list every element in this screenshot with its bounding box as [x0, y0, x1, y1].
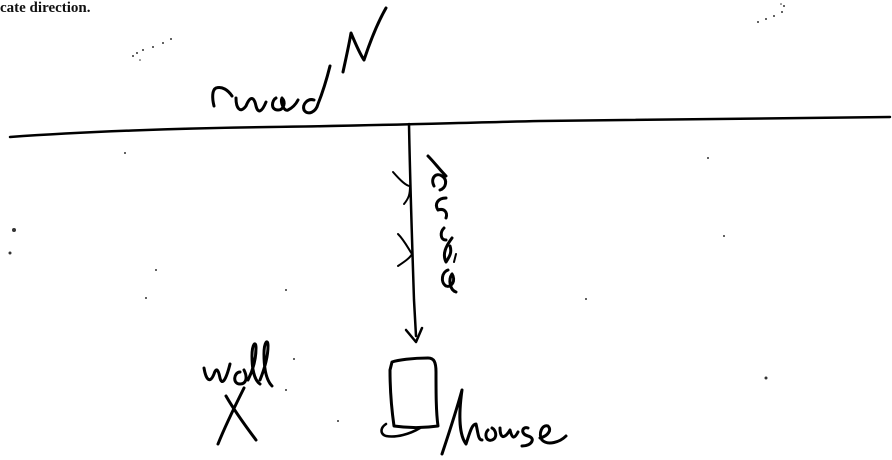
road-label [211, 64, 332, 115]
road-line [8, 115, 892, 139]
well-label [202, 340, 274, 388]
house-icon [380, 356, 440, 438]
driveway [392, 122, 424, 344]
north-indicator [341, 6, 388, 74]
instruction-text: cate direction. [0, 0, 91, 16]
drive-label [426, 154, 458, 294]
house-label [440, 388, 568, 456]
well-marker-icon [216, 386, 258, 446]
scan-specks [8, 3, 785, 422]
